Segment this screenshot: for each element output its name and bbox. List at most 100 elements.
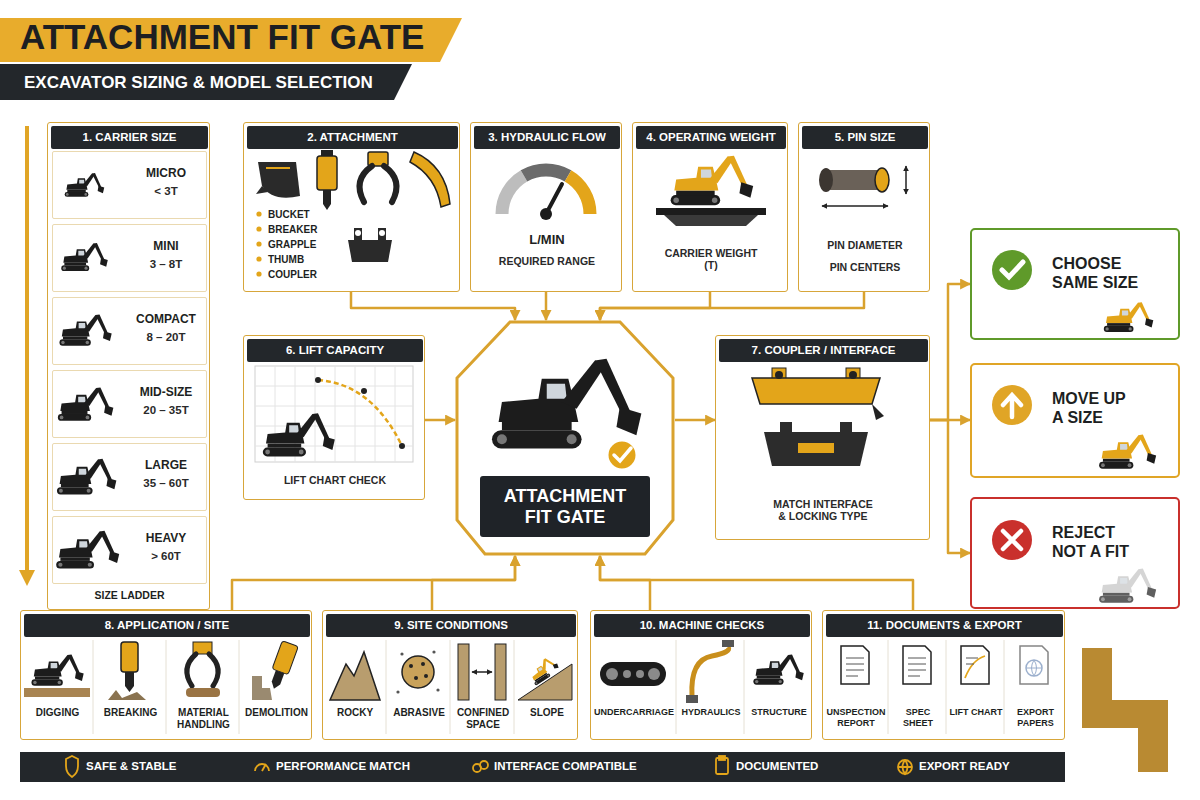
site-conditions-panel: 9. SITE CONDITIONSROCKYABRASIVECONFINED … <box>322 610 578 740</box>
carrier-size-panel: 1. CARRIER SIZESIZE LADDERMICRO< 3TMINI3… <box>47 122 210 610</box>
document-icons <box>1026 660 1042 676</box>
footer-icon <box>480 761 488 769</box>
pin-size-box: 5. PIN SIZEPIN DIAMETERPIN CENTERS <box>798 122 930 292</box>
application-icons <box>187 654 196 686</box>
weighing-excavator <box>656 156 766 226</box>
breaker-icon <box>317 156 337 190</box>
pin-icon <box>905 166 907 194</box>
size-ladder-arrow <box>19 126 35 586</box>
carrier-size-row: COMPACT8 – 20T <box>52 297 207 365</box>
icon-caption: MATERIAL HANDLING <box>169 707 238 731</box>
lift-chart <box>318 380 402 446</box>
gate-excavator <box>492 359 641 449</box>
flow-gauge <box>568 176 590 214</box>
icon-caption: STRUCTURE <box>747 707 811 718</box>
icon-caption: HYDRAULICS <box>679 707 743 718</box>
outcome-box: MOVE UP A SIZE <box>970 363 1180 478</box>
panel-header: 11. DOCUMENTS & EXPORT <box>826 614 1063 637</box>
site-icons <box>432 650 435 653</box>
coupler-illustration <box>775 371 783 379</box>
attachment-item: THUMB <box>268 254 358 266</box>
footer-item: EXPORT READY <box>919 760 1059 773</box>
document-icons <box>961 646 989 684</box>
panel-header: 5. PIN SIZE <box>802 126 928 149</box>
documents-panel: 11. DOCUMENTS & EXPORTUNSPECTION REPORTS… <box>822 610 1065 740</box>
document-icons <box>1020 646 1048 684</box>
flow-gauge <box>540 208 552 220</box>
attachment-item: COUPLER <box>268 269 358 281</box>
application-icons <box>31 654 83 685</box>
coupler-interface-box: 7. COUPLER / INTERFACEMATCH INTERFACE & … <box>715 335 930 540</box>
weighing-excavator <box>664 215 758 226</box>
coupler-illustration <box>764 432 868 466</box>
attachment-item: GRAPPLE <box>268 239 358 251</box>
carrier-icon <box>57 459 116 495</box>
caption-text: MATCH INTERFACE & LOCKING TYPE <box>770 498 876 522</box>
breaker-icon <box>317 150 337 210</box>
footer-icon <box>255 764 269 771</box>
icon-caption: EXPORT PAPERS <box>1007 707 1064 729</box>
weighing-excavator <box>671 156 754 206</box>
site-icons <box>386 640 514 734</box>
caption-text: LIFT CHART CHECK <box>244 474 426 486</box>
carrier-icon <box>61 243 107 271</box>
panel-header: 6. LIFT CAPACITY <box>247 339 423 362</box>
machine-check-icons <box>600 640 804 734</box>
unit-label: L/MIN <box>471 233 623 248</box>
grapple-icon <box>360 166 373 202</box>
title-banner <box>0 18 462 62</box>
footer-item: SAFE & STABLE <box>86 760 256 773</box>
icon-caption: BREAKING <box>96 707 165 719</box>
connector-arrow <box>675 419 715 422</box>
brand-logo <box>1082 648 1168 772</box>
application-icons <box>266 641 298 692</box>
size-range: 3 – 8T <box>127 258 205 271</box>
application-icons <box>209 654 218 686</box>
fit-gate: ATTACHMENT FIT GATE <box>455 320 675 556</box>
thumb-icon <box>410 152 450 207</box>
connector-arrow <box>600 292 710 320</box>
application-icons <box>93 640 239 734</box>
footer-background <box>20 752 1065 782</box>
icon-caption: ROCKY <box>325 707 385 719</box>
icon-caption: UNDERCARRIAGE <box>593 707 675 718</box>
icon-caption: SLOPE <box>517 707 577 719</box>
size-ladder-arrow <box>25 126 29 572</box>
outcome-label: CHOOSE SAME SIZE <box>1052 254 1140 292</box>
site-icons <box>436 688 439 691</box>
site-icons <box>414 676 418 680</box>
application-icons <box>24 640 298 734</box>
lift-chart <box>255 366 413 462</box>
site-icons <box>396 690 399 693</box>
list-bullet <box>256 241 261 246</box>
move-up-icon <box>1099 435 1156 469</box>
footer-icon <box>262 764 266 771</box>
connector-arrow <box>600 556 913 610</box>
pin-icon <box>822 205 888 207</box>
carrier-size-row: HEAVY> 60T <box>52 516 207 584</box>
footer-item: PERFORMANCE MATCH <box>276 760 476 773</box>
flow-gauge <box>502 170 590 220</box>
gate-check-badge <box>607 440 637 470</box>
application-icons <box>125 672 134 692</box>
connector-arrow <box>545 292 548 320</box>
site-icons <box>330 652 380 700</box>
move-up-icon <box>992 385 1032 425</box>
coupler-icon <box>355 230 361 236</box>
panel-header: 2. ATTACHMENT <box>247 126 458 149</box>
icon-caption: SPEC SHEET <box>891 707 945 729</box>
reject-icon <box>1003 531 1021 549</box>
pin-icon <box>819 168 833 192</box>
application-icons <box>121 642 138 672</box>
flow-gauge <box>502 176 524 214</box>
size-class-name: LARGE <box>127 459 205 473</box>
brand-logo <box>1082 648 1168 772</box>
list-bullet <box>256 211 261 276</box>
footer-icon <box>719 756 725 760</box>
connector-arrow <box>600 556 650 610</box>
coupler-illustration <box>798 443 834 453</box>
choose-icon <box>1002 262 1023 277</box>
reject-icon <box>992 520 1156 603</box>
outcome-label: REJECT NOT A FIT <box>1052 523 1140 561</box>
